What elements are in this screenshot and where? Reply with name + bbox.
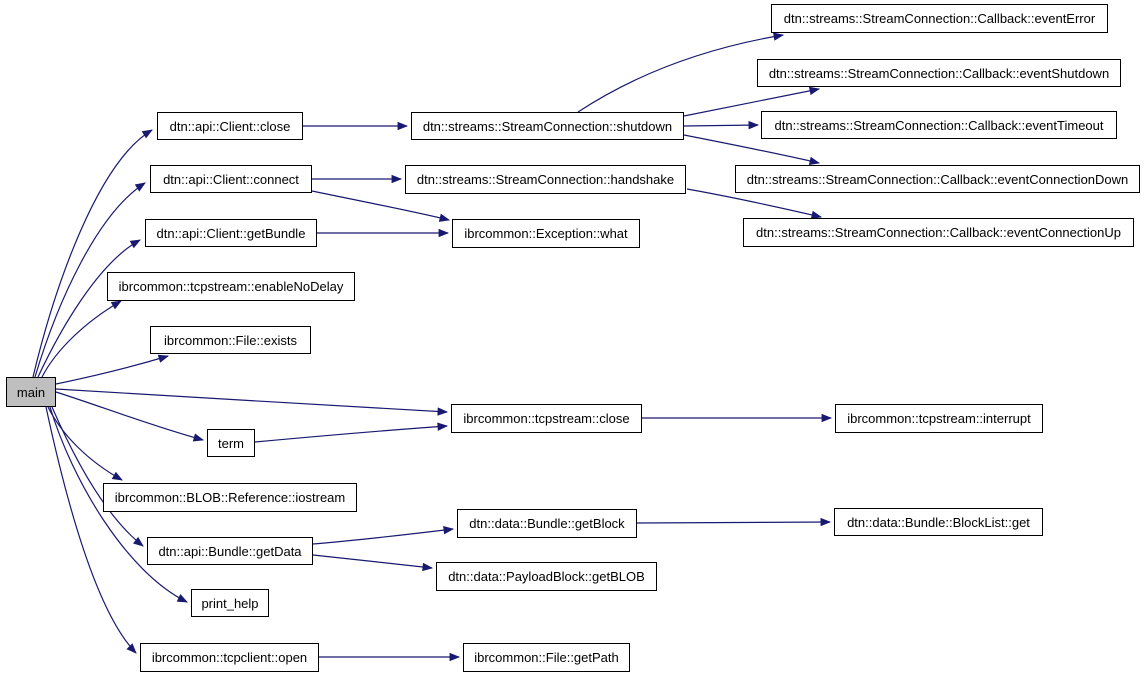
edge-streamconnection_handshake-callback_eventconnectionup bbox=[686, 188, 823, 219]
edge-main-bundle_getdata bbox=[51, 406, 144, 547]
node-exception-what[interactable]: ibrcommon::Exception::what bbox=[452, 219, 640, 248]
node-blob-reference-iostream[interactable]: ibrcommon::BLOB::Reference::iostream bbox=[103, 483, 357, 512]
node-streamconnection-shutdown[interactable]: dtn::streams::StreamConnection::shutdown bbox=[411, 112, 684, 140]
edge-streamconnection_shutdown-callback_eventconnectiondown bbox=[683, 134, 821, 165]
edge-streamconnection_shutdown-callback_eventshutdown bbox=[683, 86, 821, 117]
edge-main-client_connect bbox=[34, 182, 146, 378]
node-tcpstream-interrupt[interactable]: ibrcommon::tcpstream::interrupt bbox=[835, 404, 1043, 433]
edge-bundle_getdata-payloadblock_getblob bbox=[312, 554, 434, 572]
node-streamconnection-handshake[interactable]: dtn::streams::StreamConnection::handshak… bbox=[405, 165, 686, 194]
edge-main-tcpstream_enablenodelay bbox=[41, 300, 122, 378]
node-file-getpath[interactable]: ibrcommon::File::getPath bbox=[463, 643, 630, 672]
node-client-connect[interactable]: dtn::api::Client::connect bbox=[150, 165, 312, 193]
node-client-close[interactable]: dtn::api::Client::close bbox=[157, 112, 303, 140]
node-bundle-getblock[interactable]: dtn::data::Bundle::getBlock bbox=[457, 509, 637, 538]
edge-main-client_getbundle bbox=[37, 239, 141, 378]
edge-main-print_help bbox=[49, 406, 188, 603]
edge-bundle_getdata-bundle_getblock bbox=[312, 525, 455, 545]
edge-main-tcpclient_open bbox=[45, 406, 137, 654]
edge-main-blob_reference_iostream bbox=[47, 406, 123, 481]
edge-main-term bbox=[55, 391, 205, 442]
node-file-exists[interactable]: ibrcommon::File::exists bbox=[150, 326, 311, 354]
edge-bundle_getblock-blocklist_get bbox=[636, 517, 832, 527]
edge-client_connect-exception_what bbox=[311, 190, 451, 222]
node-payloadblock-getblob[interactable]: dtn::data::PayloadBlock::getBLOB bbox=[436, 562, 657, 591]
node-callback-eventconnectiondown[interactable]: dtn::streams::StreamConnection::Callback… bbox=[735, 165, 1140, 193]
node-callback-eventconnectionup[interactable]: dtn::streams::StreamConnection::Callback… bbox=[743, 218, 1134, 247]
node-term[interactable]: term bbox=[207, 429, 255, 457]
node-print-help[interactable]: print_help bbox=[191, 589, 269, 617]
node-bundle-getdata[interactable]: dtn::api::Bundle::getData bbox=[147, 537, 313, 565]
edge-streamconnection_shutdown-callback_eventtimeout bbox=[683, 120, 760, 130]
edge-main-file_exists bbox=[55, 354, 170, 385]
node-callback-eventtimeout[interactable]: dtn::streams::StreamConnection::Callback… bbox=[761, 111, 1117, 139]
node-callback-eventerror[interactable]: dtn::streams::StreamConnection::Callback… bbox=[771, 4, 1108, 33]
edge-main-tcpstream_close bbox=[55, 388, 449, 416]
edge-term-tcpstream_close bbox=[254, 422, 449, 443]
node-main[interactable]: main bbox=[6, 377, 56, 407]
node-callback-eventshutdown[interactable]: dtn::streams::StreamConnection::Callback… bbox=[757, 59, 1121, 87]
node-blocklist-get[interactable]: dtn::data::Bundle::BlockList::get bbox=[834, 508, 1043, 536]
edge-streamconnection_shutdown-callback_eventerror bbox=[577, 32, 785, 113]
node-tcpstream-enablenodelay[interactable]: ibrcommon::tcpstream::enableNoDelay bbox=[107, 272, 355, 301]
node-tcpclient-open[interactable]: ibrcommon::tcpclient::open bbox=[140, 643, 319, 672]
edge-main-client_close bbox=[32, 129, 153, 378]
node-tcpstream-close[interactable]: ibrcommon::tcpstream::close bbox=[451, 404, 642, 433]
node-client-getbundle[interactable]: dtn::api::Client::getBundle bbox=[145, 219, 317, 247]
